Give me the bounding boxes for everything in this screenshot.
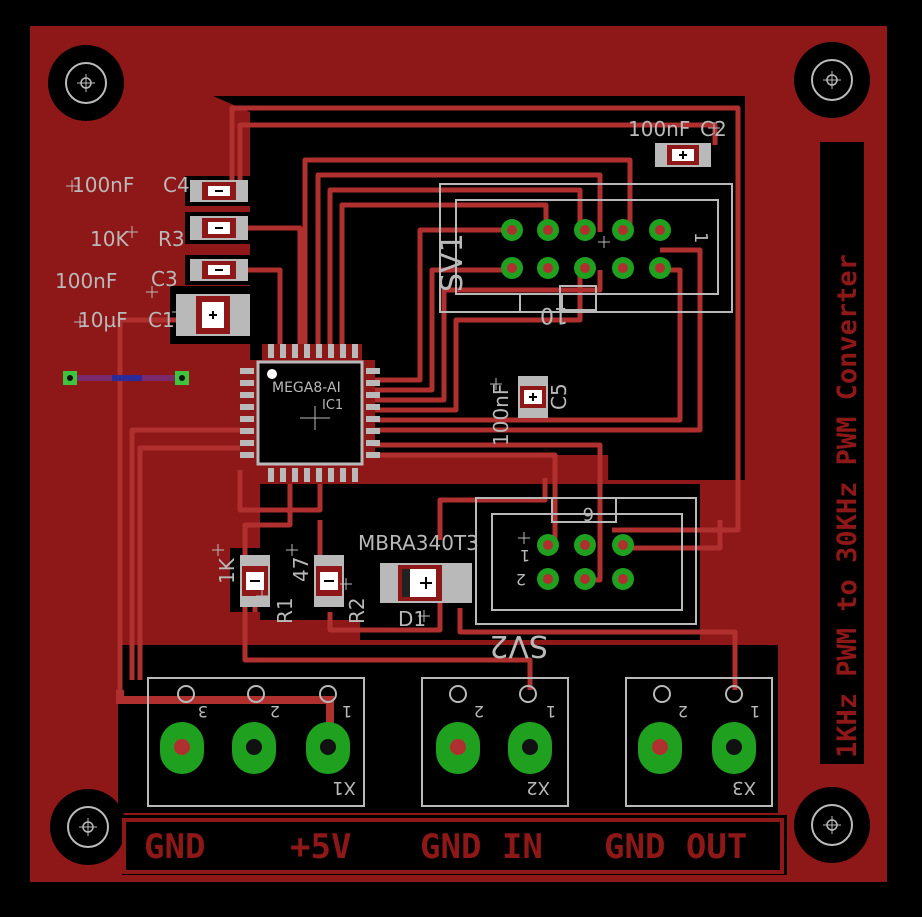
sv1-label: SV1 xyxy=(435,233,470,292)
d1-part xyxy=(380,563,472,603)
r2-value-label: 47 xyxy=(289,557,313,582)
ic1-name-label: IC1 xyxy=(322,398,343,413)
sv1-header xyxy=(439,183,733,313)
c5-name-label: C5 xyxy=(547,383,571,410)
label-plus5v: +5V xyxy=(290,827,351,867)
sv2-pin-top: 6 xyxy=(583,503,594,524)
mount-hole-icon xyxy=(794,787,870,863)
x2-label: X2 xyxy=(526,777,550,798)
sv2-pin-low: 1 xyxy=(520,546,530,565)
r2-part xyxy=(314,555,344,607)
c3-value-label: 100nF xyxy=(55,269,117,293)
sv1-pin-low: 1 xyxy=(690,232,711,243)
c2-value-label: 100nF xyxy=(628,117,690,141)
c1-part xyxy=(176,294,250,336)
board-title: 1KHz PWM to 30KHz PWM Converter xyxy=(832,254,863,758)
mount-hole-icon xyxy=(50,789,126,865)
c3-name-label: C3 xyxy=(151,267,178,291)
x3-pin-1: 1 xyxy=(750,702,760,721)
x3-pin-2: 2 xyxy=(678,702,688,721)
origin-markers xyxy=(66,122,720,622)
mounting-holes xyxy=(48,42,870,865)
sv2-pads xyxy=(537,534,634,590)
r3-value-label: 10K xyxy=(90,227,129,251)
r3-part xyxy=(190,216,248,240)
board-title-block: 1KHz PWM to 30KHz PWM Converter xyxy=(816,138,868,768)
c1-value-label: 10µF xyxy=(78,308,128,332)
x3-block: 2 1 X3 xyxy=(625,677,773,807)
c4-part xyxy=(190,180,248,202)
d1-value-label: MBRA340T3 xyxy=(358,531,479,555)
sv1-pads xyxy=(501,219,671,279)
sv2-header xyxy=(475,497,697,625)
sv2-pin-high: 2 xyxy=(516,570,526,589)
x1-pin-3: 3 xyxy=(198,702,208,721)
c2-name-label: C2 xyxy=(700,117,727,141)
terminal-blocks: 3 2 1 X1 2 1 X2 2 1 X3 xyxy=(147,677,773,807)
x1-block: 3 2 1 X1 xyxy=(147,677,365,807)
ic1-value-label: MEGA8-AI xyxy=(272,380,341,396)
d1-name-label: D1 xyxy=(398,607,426,631)
label-gnd-in: GND IN xyxy=(420,827,543,867)
r1-value-label: 1K xyxy=(215,557,239,584)
silkscreen-labels: 100nF C4 10K R3 100nF C3 10µF C1 100nF C… xyxy=(55,117,727,631)
r2-name-label: R2 xyxy=(345,597,369,624)
sv2-label: SV2 xyxy=(489,628,548,663)
x1-pin-1: 1 xyxy=(342,702,352,721)
bus-traces xyxy=(116,690,334,740)
c4-value-label: 100nF xyxy=(72,173,134,197)
r3-name-label: R3 xyxy=(158,227,185,251)
c3-part xyxy=(190,259,248,281)
x2-pin-1: 1 xyxy=(546,702,556,721)
r1-name-label: R1 xyxy=(273,597,297,624)
airwire xyxy=(63,371,189,385)
terminal-label-strip: GND +5V GND IN GND OUT xyxy=(122,818,784,874)
ic1-chip: MEGA8-AI IC1 xyxy=(240,344,380,484)
x3-label: X3 xyxy=(732,777,756,798)
c4-name-label: C4 xyxy=(163,173,190,197)
mount-hole-icon xyxy=(48,45,124,121)
sv1-pin-high: 10 xyxy=(540,302,568,327)
r1-part xyxy=(240,555,270,607)
c5-part xyxy=(518,376,548,418)
c1-name-label: C1 xyxy=(148,308,175,332)
x2-pin-2: 2 xyxy=(474,702,484,721)
c5-value-label: 100nF xyxy=(489,384,513,446)
c2-part xyxy=(655,143,711,167)
label-gnd-out: GND OUT xyxy=(604,827,747,867)
smd-parts xyxy=(176,143,711,607)
x2-block: 2 1 X2 xyxy=(421,677,569,807)
mount-hole-icon xyxy=(794,42,870,118)
ic1-pins xyxy=(240,344,380,482)
label-gnd: GND xyxy=(144,827,205,867)
x1-pin-2: 2 xyxy=(270,702,280,721)
x1-label: X1 xyxy=(332,777,356,798)
